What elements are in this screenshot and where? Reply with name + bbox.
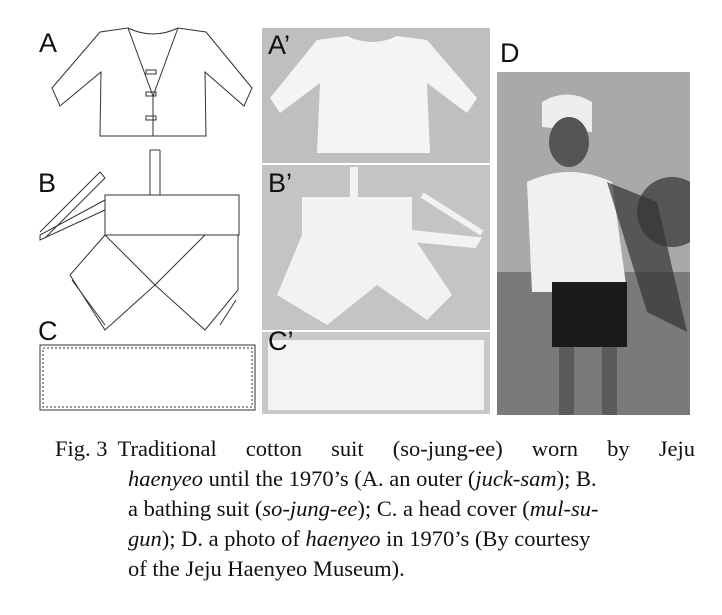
bathing-suit-drawing (39, 149, 240, 331)
label-c: C (38, 316, 58, 346)
label-c-photo: C’ (268, 326, 294, 356)
label-b-photo: B’ (268, 168, 293, 198)
label-d: D (500, 38, 520, 68)
photo-bathing-suit (262, 165, 490, 330)
line-drawings (39, 27, 256, 411)
jacket-drawing (51, 27, 253, 137)
label-b: B (38, 168, 57, 198)
figure-number: Fig. 3 (55, 436, 108, 461)
label-a: A (39, 28, 58, 58)
photo-head-cover (262, 332, 490, 414)
photo-outer (262, 28, 490, 163)
photo-haenyeo (497, 72, 690, 415)
label-a-photo: A’ (268, 30, 291, 60)
head-cover-drawing (39, 344, 256, 411)
